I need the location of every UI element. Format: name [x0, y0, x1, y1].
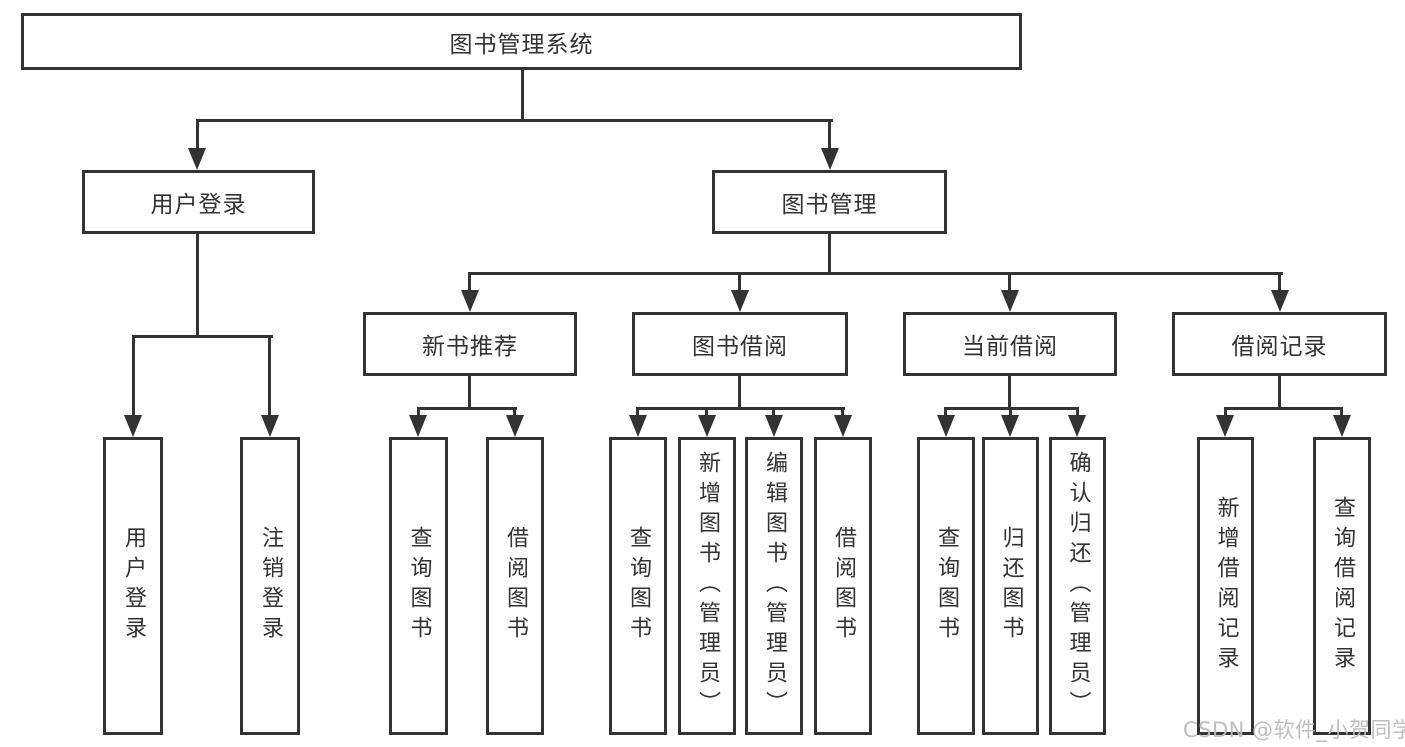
leaf-user-login-label: 用户登录 — [121, 526, 146, 646]
leaf-records-add: 新增借阅记录 — [1197, 437, 1254, 735]
connector-line — [1340, 407, 1343, 419]
connector-line — [944, 407, 947, 419]
leaf-newbook-query-label: 查询图书 — [406, 526, 432, 646]
leaf-borrow-edit-admin-label: 编辑图书（管理员） — [762, 451, 787, 721]
connector-line — [1224, 407, 1227, 419]
leaf-current-query: 查询图书 — [917, 437, 975, 735]
arrowhead-icon — [1001, 415, 1019, 437]
connector-line — [636, 407, 639, 419]
connector-line — [196, 119, 199, 150]
connector-line — [468, 272, 471, 294]
leaf-newbook-borrow: 借阅图书 — [486, 437, 544, 735]
node-root: 图书管理系统 — [21, 13, 1022, 70]
connector-line — [196, 233, 199, 338]
leaf-user-login: 用户登录 — [103, 437, 163, 735]
watermark: CSDN @软件_小贺同学 — [1183, 718, 1405, 742]
arrowhead-icon — [409, 415, 427, 437]
arrowhead-icon — [629, 415, 647, 437]
connector-line — [196, 119, 833, 122]
node-user-login: 用户登录 — [82, 170, 315, 234]
connector-line — [636, 407, 845, 410]
leaf-borrow-query-label: 查询图书 — [626, 526, 651, 646]
connector-line — [1008, 376, 1011, 410]
arrowhead-icon — [731, 290, 749, 312]
connector-line — [132, 335, 135, 417]
node-current-borrow-label: 当前借阅 — [962, 334, 1058, 360]
arrowhead-icon — [1068, 415, 1086, 437]
leaf-current-confirm-admin-label: 确认归还（管理员） — [1065, 451, 1091, 721]
node-book-management-label: 图书管理 — [781, 192, 878, 218]
node-borrow-records: 借阅记录 — [1172, 312, 1387, 376]
node-new-book-recommend-label: 新书推荐 — [422, 334, 518, 360]
leaf-records-query-label: 查询借阅记录 — [1330, 496, 1355, 676]
arrowhead-icon — [506, 415, 524, 437]
arrowhead-icon — [461, 290, 479, 312]
arrowhead-icon — [1001, 290, 1019, 312]
arrowhead-icon — [765, 415, 783, 437]
arrowhead-icon — [937, 415, 955, 437]
arrowhead-icon — [821, 148, 839, 170]
connector-line — [1278, 272, 1281, 294]
connector-line — [772, 407, 775, 419]
node-current-borrow: 当前借阅 — [903, 312, 1117, 376]
connector-line — [513, 407, 516, 419]
connector-line — [738, 376, 741, 410]
connector-line — [828, 233, 831, 275]
arrowhead-icon — [834, 415, 852, 437]
leaf-borrow-edit-admin: 编辑图书（管理员） — [745, 437, 803, 735]
connector-line — [1008, 272, 1011, 294]
connector-line — [1278, 376, 1281, 410]
connector-line — [417, 407, 517, 410]
connector-line — [468, 376, 471, 410]
leaf-records-query: 查询借阅记录 — [1313, 437, 1371, 735]
connector-line — [268, 335, 271, 417]
node-borrow-records-label: 借阅记录 — [1231, 334, 1328, 360]
connector-line — [738, 272, 741, 294]
arrowhead-icon — [188, 148, 206, 170]
connector-line — [841, 407, 844, 419]
connector-line — [417, 407, 420, 419]
leaf-current-confirm-admin: 确认归还（管理员） — [1049, 437, 1106, 735]
node-book-borrow-label: 图书借阅 — [692, 334, 788, 360]
leaf-newbook-borrow-label: 借阅图书 — [503, 526, 528, 646]
leaf-borrow-add-admin: 新增图书（管理员） — [678, 437, 736, 735]
leaf-current-query-label: 查询图书 — [934, 526, 959, 646]
leaf-borrow-add-admin-label: 新增图书（管理员） — [695, 451, 720, 721]
arrowhead-icon — [1216, 415, 1234, 437]
leaf-current-return: 归还图书 — [982, 437, 1039, 735]
connector-line — [132, 335, 273, 338]
leaf-records-add-label: 新增借阅记录 — [1213, 496, 1239, 676]
connector-line — [1009, 407, 1012, 419]
connector-line — [945, 407, 1079, 410]
arrowhead-icon — [124, 415, 142, 437]
leaf-borrow-borrow-label: 借阅图书 — [831, 526, 856, 646]
connector-line — [1076, 407, 1079, 419]
node-book-borrow: 图书借阅 — [632, 312, 848, 376]
arrowhead-icon — [261, 415, 279, 437]
leaf-newbook-query: 查询图书 — [389, 437, 448, 735]
node-user-login-label: 用户登录 — [150, 192, 247, 218]
connector-line — [469, 272, 1283, 275]
node-root-label: 图书管理系统 — [449, 31, 594, 58]
connector-line — [1224, 407, 1343, 410]
arrowhead-icon — [698, 415, 716, 437]
connector-line — [828, 119, 831, 150]
connector-line — [705, 407, 708, 419]
connector-line — [521, 69, 524, 121]
arrowhead-icon — [1333, 415, 1351, 437]
leaf-logout-label: 注销登录 — [258, 526, 283, 646]
leaf-borrow-query: 查询图书 — [609, 437, 667, 735]
leaf-current-return-label: 归还图书 — [998, 526, 1024, 646]
leaf-logout: 注销登录 — [240, 437, 300, 735]
leaf-borrow-borrow: 借阅图书 — [814, 437, 872, 735]
node-new-book-recommend: 新书推荐 — [363, 312, 577, 376]
node-book-management: 图书管理 — [712, 170, 947, 234]
arrowhead-icon — [1271, 290, 1289, 312]
